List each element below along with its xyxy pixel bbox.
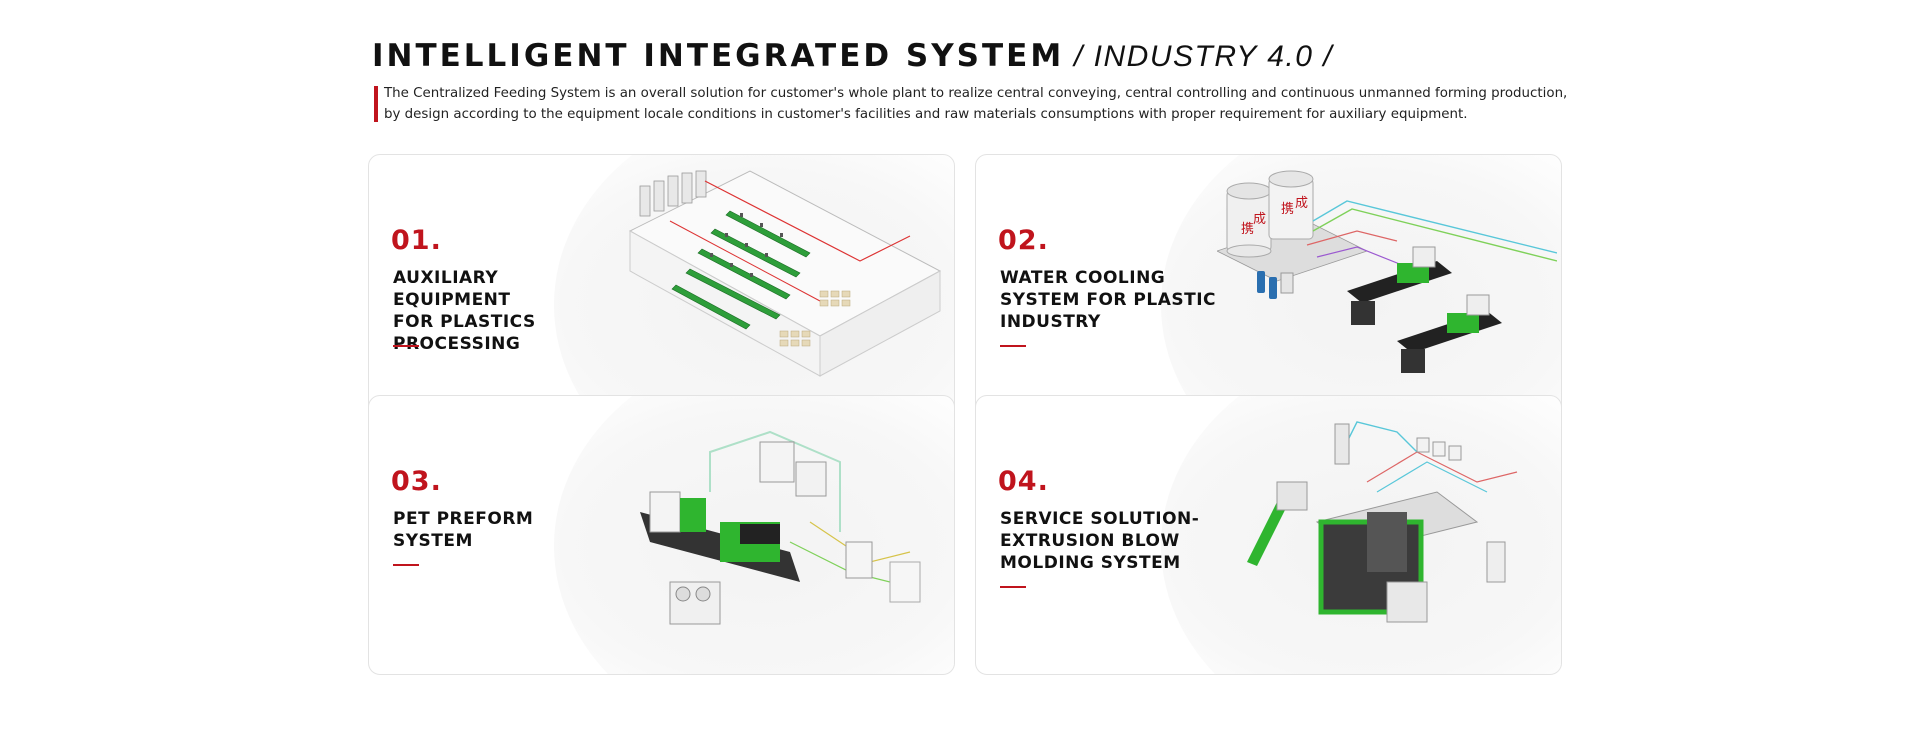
section-description: The Centralized Feeding System is an ove… [384, 83, 1584, 125]
title-sub: / INDUSTRY 4.0 / [1064, 40, 1334, 73]
card-title-line: WATER COOLING [1000, 268, 1166, 288]
card-accent-dash [1000, 586, 1026, 588]
card-title[interactable]: PET PREFORM SYSTEM [393, 508, 613, 552]
card-title[interactable]: AUXILIARY EQUIPMENT FOR PLASTICS PROCESS… [393, 267, 613, 355]
card-title-line: MOLDING SYSTEM [1000, 553, 1181, 573]
card-number: 04. [998, 466, 1049, 497]
card-auxiliary-equipment[interactable]: 01. AUXILIARY EQUIPMENT FOR PLASTICS PRO… [368, 154, 955, 434]
card-title-line: PROCESSING [393, 334, 521, 354]
card-accent-dash [1000, 345, 1026, 347]
card-title[interactable]: SERVICE SOLUTION- EXTRUSION BLOW MOLDING… [1000, 508, 1220, 574]
title-main: INTELLIGENT INTEGRATED SYSTEM [372, 38, 1065, 74]
blow-molding-illustration [1247, 421, 1518, 623]
section-title: INTELLIGENT INTEGRATED SYSTEM / INDUSTRY… [372, 38, 1333, 74]
description-accent-bar [374, 86, 378, 122]
description-line: by design according to the equipment loc… [384, 107, 1468, 122]
card-title-line: AUXILIARY EQUIPMENT [393, 268, 511, 310]
card-title[interactable]: WATER COOLING SYSTEM FOR PLASTIC INDUSTR… [1000, 267, 1220, 333]
cooling-tower-illustration: 携 成 携 成 [1217, 170, 1557, 373]
factory-layout-illustration [628, 170, 942, 377]
card-number: 03. [391, 466, 442, 497]
card-title-line: SYSTEM FOR PLASTIC [1000, 290, 1217, 310]
tower-mark: 携 [1281, 201, 1294, 217]
tower-mark: 成 [1253, 212, 1266, 227]
tower-mark: 携 [1241, 221, 1254, 237]
card-title-line: SERVICE SOLUTION- [1000, 509, 1200, 529]
card-water-cooling[interactable]: 02. WATER COOLING SYSTEM FOR PLASTIC IND… [975, 154, 1562, 434]
card-title-line: FOR PLASTICS [393, 312, 536, 332]
tower-mark: 成 [1295, 196, 1308, 211]
description-line: The Centralized Feeding System is an ove… [384, 86, 1568, 101]
card-title-line: SYSTEM [393, 531, 473, 551]
card-title-line: EXTRUSION BLOW [1000, 531, 1180, 551]
injection-machine-illustration [640, 430, 921, 625]
card-title-line: PET PREFORM [393, 509, 534, 529]
card-number: 02. [998, 225, 1049, 256]
card-pet-preform[interactable]: 03. PET PREFORM SYSTEM [368, 395, 955, 675]
card-title-line: INDUSTRY [1000, 312, 1101, 332]
card-accent-dash [393, 564, 419, 566]
card-accent-dash [393, 345, 419, 347]
card-extrusion-blow-molding[interactable]: 04. SERVICE SOLUTION- EXTRUSION BLOW MOL… [975, 395, 1562, 675]
card-number: 01. [391, 225, 442, 256]
